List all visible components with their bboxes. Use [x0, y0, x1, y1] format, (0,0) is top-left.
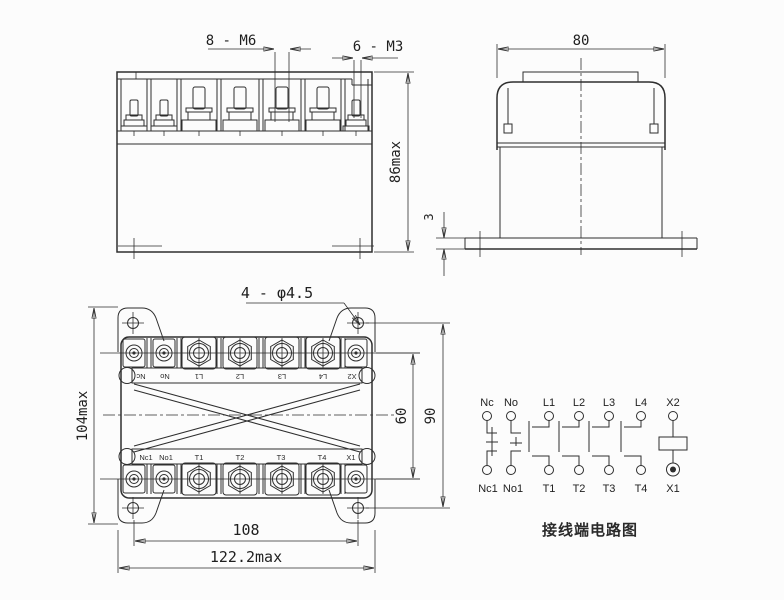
bottom-label-strip	[131, 448, 363, 465]
circuit-label: L3	[603, 397, 615, 409]
dim-86max-label: 86max	[388, 141, 404, 183]
terminal-m6-front	[222, 86, 258, 137]
strip-label: T2	[236, 453, 245, 462]
bottom-strip-labels: Nc1 No1 T1 T2 T3 T4 X1	[139, 453, 355, 462]
dim-3-label: 3	[422, 213, 436, 220]
strip-label: T4	[318, 453, 327, 462]
strip-label: No1	[159, 453, 173, 462]
terminal-m3-top	[122, 464, 146, 494]
terminal-m6-front	[264, 86, 300, 137]
cross-brace	[133, 383, 361, 453]
strip-label: L3	[278, 372, 286, 381]
terminal-m3-top	[344, 338, 368, 368]
contact-nc	[486, 420, 498, 466]
dim-86max: 86max	[374, 71, 414, 253]
dim-60: 60	[376, 352, 420, 480]
mounting-ear	[117, 478, 165, 524]
circuit-label: Nc	[480, 397, 494, 409]
contact-no	[510, 420, 522, 466]
strip-label: Nc1	[139, 453, 152, 462]
mounting-ear	[117, 307, 165, 353]
front-bay-dividers	[120, 79, 369, 131]
circuit-label: L1	[543, 397, 555, 409]
leader-4-holes: 4 - φ4.5	[241, 284, 360, 325]
front-body-outline	[116, 71, 373, 253]
terminal-m3-top	[344, 464, 368, 494]
strip-label: X1	[346, 453, 355, 462]
circuit-label: L4	[635, 397, 647, 409]
top-view: Nc No L1 L2 L3 L4 X2 Nc1 No1 T1 T2 T3 T4…	[75, 284, 450, 573]
coil-symbol	[658, 436, 688, 451]
terminal-m6-front	[181, 86, 217, 137]
strip-label: L2	[236, 372, 244, 381]
x1-terminal-dot	[670, 466, 676, 473]
dim-104max-label: 104max	[75, 391, 91, 442]
circuit-label: Nc1	[478, 483, 498, 495]
contact-l2-t2	[558, 420, 580, 466]
strip-label: T3	[277, 453, 286, 462]
coil-x2-x1	[658, 420, 688, 477]
strip-label: T1	[195, 453, 204, 462]
dim-122-2max-label: 122.2max	[210, 548, 282, 566]
dim-80-label: 80	[573, 33, 590, 49]
circuit-diagram: Nc No L1 L2 L3 L4 X2 Nc1 No1 T1 T2 T3 T4…	[478, 397, 688, 539]
dim-8-m6-label: 8 - M6	[206, 33, 257, 49]
side-top-plate	[522, 71, 639, 83]
dim-104max: 104max	[75, 306, 118, 525]
circuit-label: X1	[666, 483, 679, 495]
contact-l4-t4	[620, 420, 642, 466]
contact-l1-t1	[528, 420, 550, 466]
terminal-m3-front	[120, 99, 148, 137]
circuit-label: T3	[603, 483, 616, 495]
dim-80: 80	[496, 33, 666, 78]
terminal-m3-front	[342, 99, 370, 137]
top-label-strip	[131, 367, 363, 384]
mounting-holes	[122, 312, 369, 519]
terminal-m3-front	[150, 99, 178, 137]
dim-6-m3: 6 - M3	[332, 39, 403, 118]
strip-label: X2	[347, 372, 356, 381]
dim-3: 3	[422, 212, 474, 276]
circuit-label: T1	[543, 483, 556, 495]
dim-holes-label: 4 - φ4.5	[241, 284, 313, 302]
strip-label: L1	[195, 372, 203, 381]
dim-90-label: 90	[423, 408, 439, 425]
dim-108: 108	[133, 520, 359, 546]
circuit-label: No	[504, 397, 518, 409]
dim-60-label: 60	[394, 408, 410, 425]
terminal-m3-top	[152, 338, 176, 368]
contact-l3-t3	[588, 420, 610, 466]
terminal-m3-top	[152, 464, 176, 494]
dim-90: 90	[366, 322, 450, 509]
circuit-label: X2	[666, 397, 679, 409]
circuit-label: T2	[573, 483, 586, 495]
strip-label: L4	[319, 372, 327, 381]
circuit-label: No1	[503, 483, 523, 495]
circuit-caption: 接线端电路图	[542, 521, 638, 539]
bottom-row-dividers	[146, 464, 346, 494]
terminal-m6-front	[305, 86, 341, 137]
dim-8-m6: 8 - M6	[206, 33, 311, 122]
strip-label: Nc	[136, 372, 145, 381]
terminal-m3-top	[122, 338, 146, 368]
dim-122-2max: 122.2max	[117, 530, 376, 573]
circuit-bottom-labels: Nc1 No1 T1 T2 T3 T4 X1	[478, 483, 680, 495]
circuit-top-labels: Nc No L1 L2 L3 L4 X2	[480, 397, 679, 409]
circuit-label: L2	[573, 397, 585, 409]
front-view: 8 - M6 6 - M3 86max	[116, 33, 414, 259]
dim-6-m3-label: 6 - M3	[353, 39, 404, 55]
circuit-label: T4	[635, 483, 648, 495]
side-view: 80 3	[422, 33, 698, 276]
strip-label: No	[160, 372, 170, 381]
top-strip-labels: Nc No L1 L2 L3 L4 X2	[136, 372, 356, 381]
dim-108-label: 108	[232, 521, 259, 539]
